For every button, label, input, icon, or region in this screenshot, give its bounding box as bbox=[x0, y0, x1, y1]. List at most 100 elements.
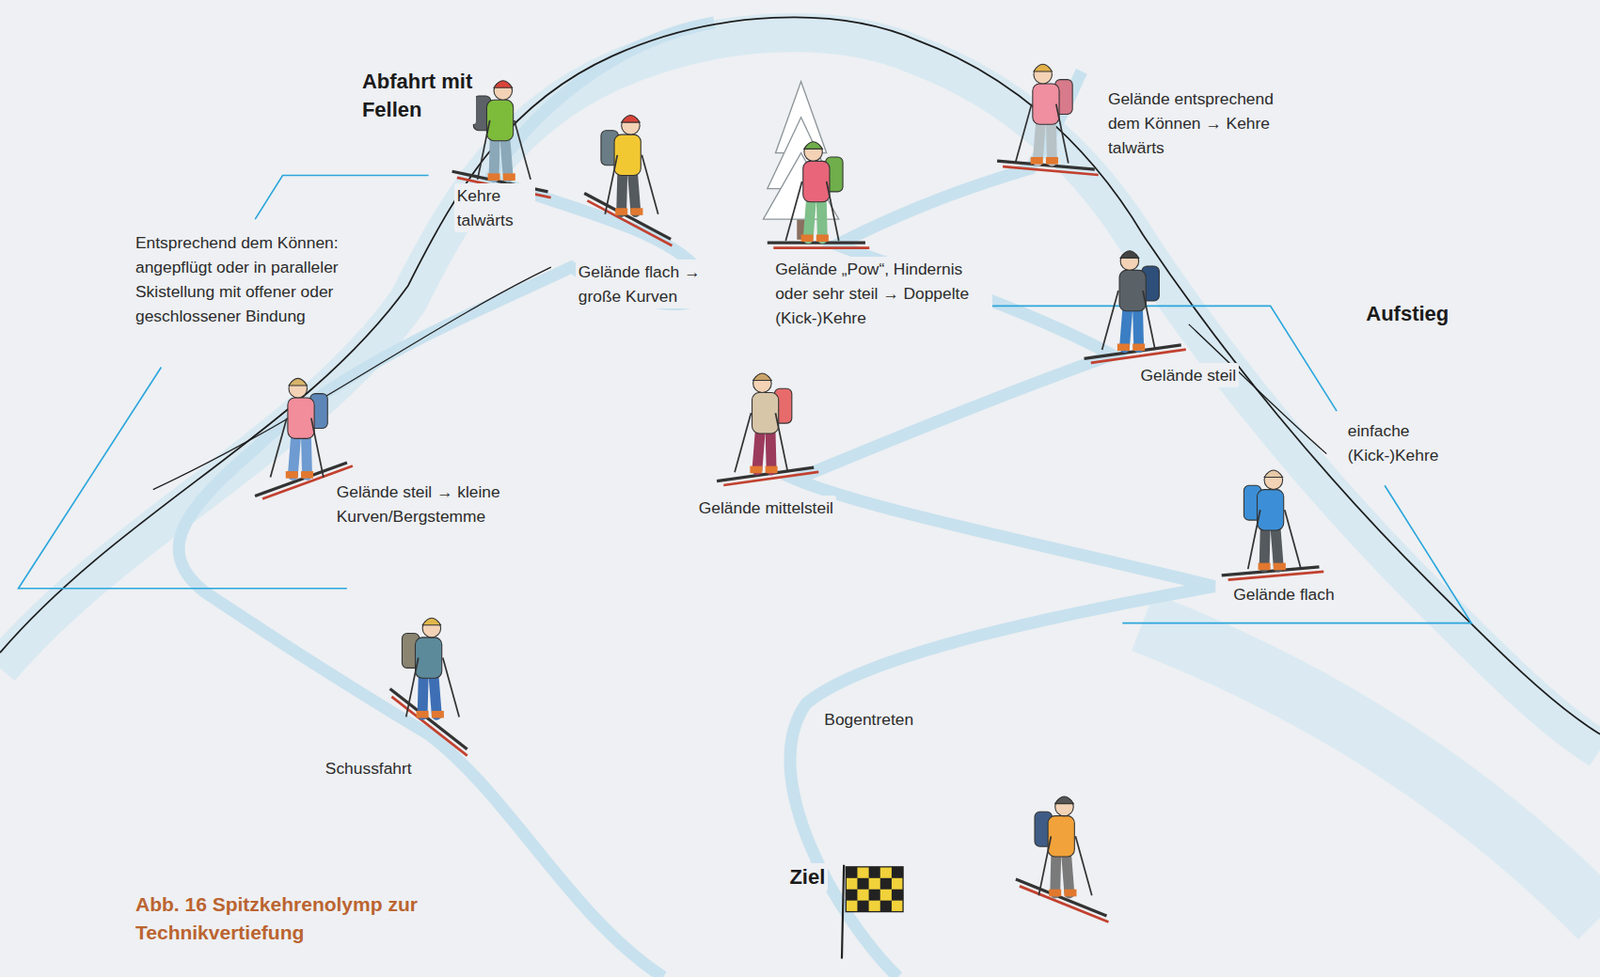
annotation-label: Gelände entsprechend dem Können → Kehre … bbox=[1105, 86, 1296, 160]
skier-figure bbox=[1221, 470, 1325, 581]
boot bbox=[1117, 343, 1130, 351]
pole bbox=[1102, 290, 1119, 350]
leg bbox=[807, 200, 811, 239]
leg bbox=[1138, 309, 1140, 349]
boot bbox=[300, 471, 314, 479]
boot bbox=[1258, 563, 1271, 571]
bracket-line bbox=[18, 366, 348, 588]
pole bbox=[604, 155, 618, 215]
hat bbox=[753, 373, 773, 381]
skis bbox=[1084, 344, 1187, 364]
pole bbox=[406, 658, 419, 718]
leg bbox=[505, 138, 508, 177]
hat bbox=[1033, 63, 1053, 72]
pole bbox=[1014, 104, 1031, 164]
leg bbox=[422, 676, 424, 715]
leg bbox=[821, 200, 823, 239]
body bbox=[1243, 470, 1301, 571]
body bbox=[1034, 796, 1093, 897]
bracket-line bbox=[984, 305, 1337, 412]
pole bbox=[1038, 836, 1051, 896]
pole bbox=[641, 155, 658, 215]
hat bbox=[1055, 796, 1075, 805]
ski bbox=[773, 246, 870, 250]
skis bbox=[386, 689, 471, 757]
annotation-label: Gelände flach bbox=[1230, 582, 1337, 607]
body bbox=[601, 115, 659, 216]
body bbox=[269, 378, 328, 478]
boot bbox=[749, 466, 762, 475]
pole bbox=[311, 418, 324, 478]
pole bbox=[1248, 509, 1261, 570]
leg bbox=[633, 173, 636, 212]
leg bbox=[1264, 528, 1266, 568]
pole bbox=[775, 412, 788, 473]
snow-band bbox=[0, 32, 1600, 750]
skier-figure bbox=[1013, 796, 1111, 923]
body bbox=[785, 142, 843, 242]
leg bbox=[1124, 309, 1127, 349]
skier-figure bbox=[767, 142, 870, 249]
boot bbox=[1132, 343, 1145, 351]
mountain-ridge bbox=[0, 16, 1600, 734]
leg bbox=[1037, 122, 1041, 161]
skier-figure bbox=[997, 63, 1100, 175]
jacket bbox=[752, 393, 779, 434]
ski bbox=[1015, 879, 1108, 917]
skiers bbox=[254, 63, 1324, 922]
jacket bbox=[803, 160, 830, 202]
descent-track bbox=[178, 22, 714, 977]
boot bbox=[630, 207, 643, 216]
flag-checks bbox=[845, 867, 903, 913]
skier-figure bbox=[582, 115, 675, 247]
annotation-label: Gelände steil → kleine Kurven/Bergstemme bbox=[333, 479, 583, 529]
figure-caption: Abb. 16 Spitzkehrenolymp zur Technikvert… bbox=[132, 890, 449, 948]
jacket bbox=[1047, 816, 1075, 857]
annotation-label: Bogentreten bbox=[821, 707, 917, 732]
boot bbox=[416, 711, 429, 719]
ski bbox=[1019, 886, 1109, 922]
pole bbox=[1284, 509, 1301, 570]
section-heading: Abfahrt mit Fellen bbox=[359, 67, 476, 125]
flag-check bbox=[856, 901, 869, 913]
boot bbox=[615, 207, 628, 216]
hat bbox=[1120, 251, 1140, 259]
leg bbox=[1055, 855, 1057, 894]
body bbox=[1102, 251, 1160, 351]
snow-band bbox=[1142, 622, 1600, 919]
ski bbox=[390, 689, 468, 750]
ski bbox=[1228, 571, 1325, 581]
pole bbox=[785, 181, 802, 241]
skis bbox=[767, 242, 870, 248]
hat bbox=[1264, 470, 1284, 478]
pole bbox=[477, 120, 491, 180]
leg bbox=[770, 431, 772, 471]
pole bbox=[1056, 104, 1069, 164]
leg bbox=[305, 436, 307, 476]
leg bbox=[493, 138, 495, 177]
annotation-label: Gelände „Pow“, Hindernis oder sehr steil… bbox=[772, 256, 993, 331]
jacket bbox=[287, 397, 315, 439]
leg bbox=[757, 431, 761, 471]
skis bbox=[716, 466, 819, 486]
boot bbox=[801, 234, 814, 242]
leg bbox=[621, 173, 623, 212]
skis bbox=[1013, 879, 1111, 923]
boot bbox=[503, 173, 516, 181]
jacket bbox=[614, 134, 641, 175]
boot bbox=[1063, 889, 1077, 898]
body bbox=[473, 80, 531, 181]
pole bbox=[443, 658, 460, 718]
jacket bbox=[1032, 83, 1060, 125]
pole bbox=[826, 181, 840, 241]
boot bbox=[1045, 157, 1059, 165]
ascent-track bbox=[790, 71, 1215, 977]
skis bbox=[582, 192, 675, 246]
slope-line bbox=[1188, 324, 1327, 455]
annotation-label: Gelände steil bbox=[1138, 363, 1240, 388]
flag-pole bbox=[841, 865, 844, 960]
flag-cloth bbox=[845, 867, 903, 913]
boot bbox=[816, 234, 829, 242]
annotation-label: Entsprechend dem Können: angepflügt oder… bbox=[132, 230, 365, 329]
